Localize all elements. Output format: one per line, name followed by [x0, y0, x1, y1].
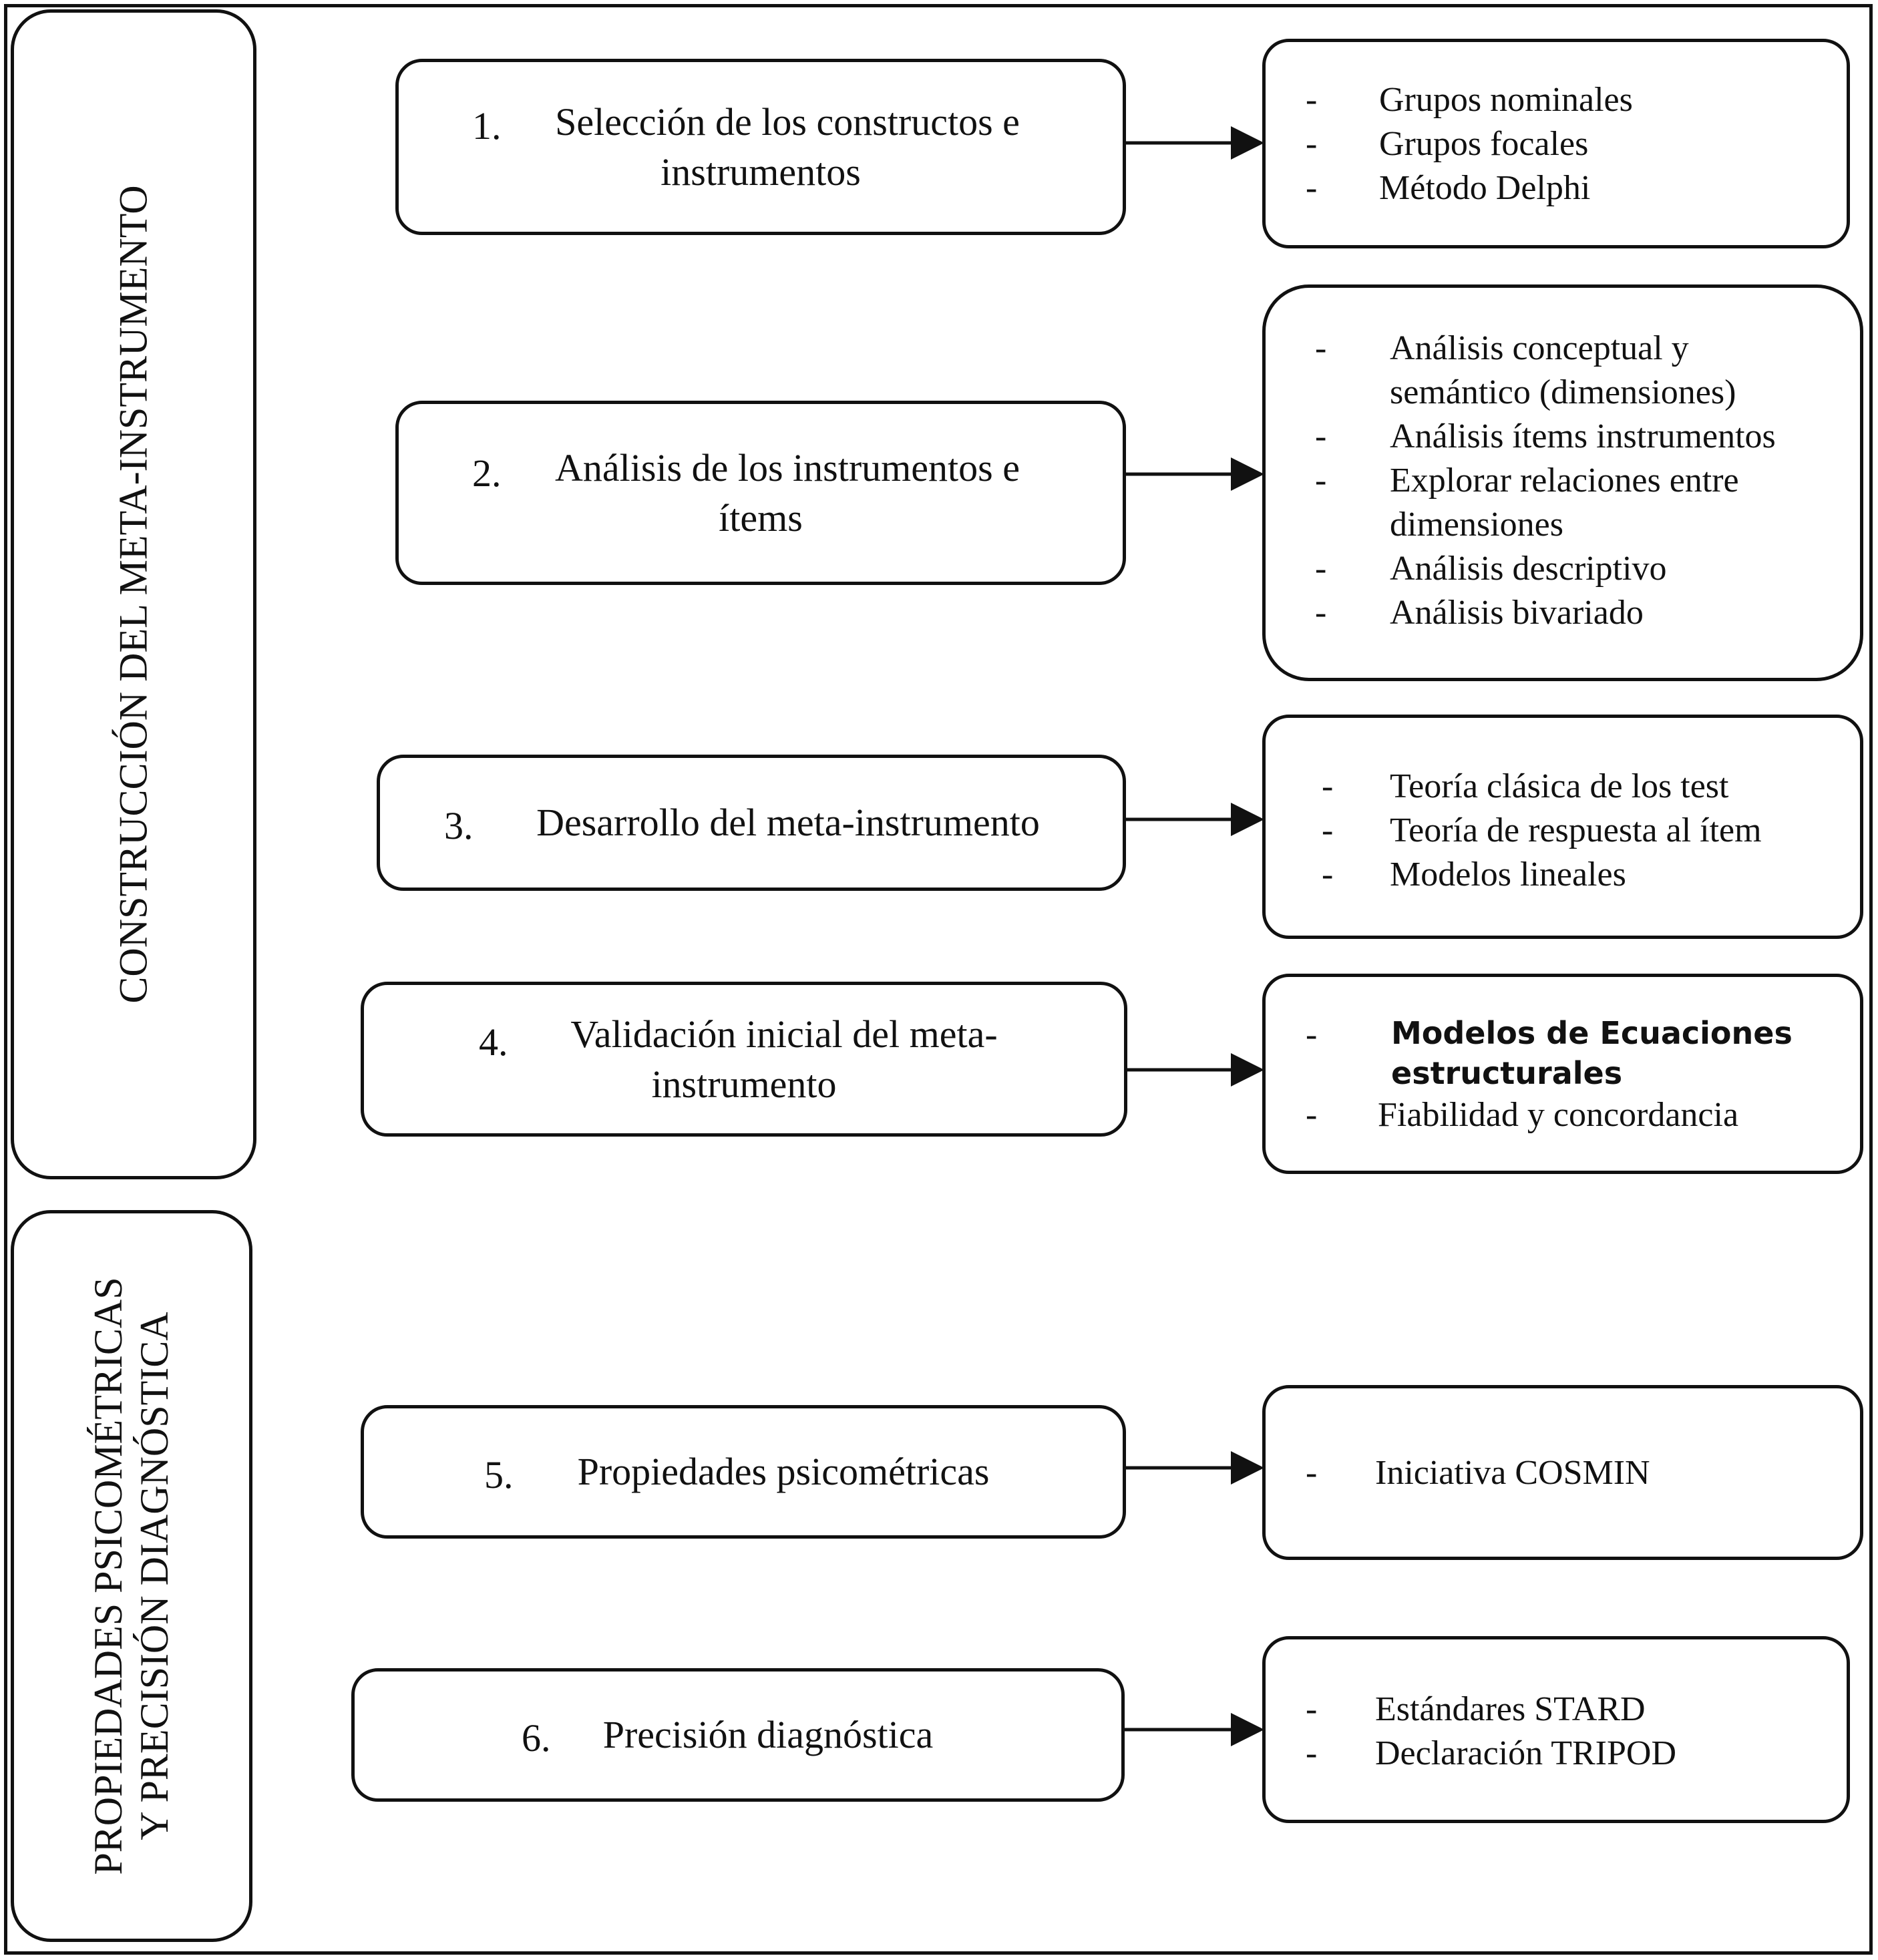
method-item: - Método Delphi	[1306, 166, 1833, 210]
bullet-dash: -	[1315, 461, 1327, 500]
step-3-number: 3.	[444, 804, 474, 847]
methods-list: - Grupos nominales - Grupos focales - Métod…	[1306, 78, 1833, 210]
bullet-dash: -	[1315, 550, 1327, 588]
bullet-dash: -	[1315, 417, 1327, 455]
method-text: Iniciativa COSMIN	[1375, 1454, 1650, 1492]
step-6-number: 6.	[522, 1716, 551, 1760]
diagram-frame	[4, 4, 1873, 1955]
step-4-title-line: Validación inicial del meta-	[570, 1012, 998, 1056]
method-item: - Declaración TRIPOD	[1306, 1732, 1840, 1776]
method-text: Declaración TRIPOD	[1375, 1734, 1677, 1772]
step-2-methods: - Análisis conceptual y semántico (dimensi…	[1262, 284, 1863, 681]
method-item: - Análisis ítems instrumentos	[1315, 415, 1853, 459]
section-properties: PROPIEDADES PSICOMÉTRICAS Y PRECISIÓN DI…	[11, 1210, 252, 1942]
bullet-dash: -	[1322, 855, 1334, 894]
section-construction: CONSTRUCCIÓN DEL META-INSTRUMENTO	[11, 9, 256, 1179]
bullet-dash: -	[1306, 125, 1318, 163]
step-2-box: 2. Análisis de los instrumentos e ítems	[395, 401, 1126, 585]
method-text: Teoría clásica de los test	[1390, 767, 1729, 805]
bullet-dash: -	[1306, 81, 1318, 119]
step-1-title-line: Selección de los constructos e	[555, 100, 1020, 144]
bullet-dash: -	[1306, 169, 1318, 207]
step-5-title: Propiedades psicométricas	[498, 1446, 990, 1497]
method-text: Análisis ítems instrumentos	[1390, 417, 1776, 455]
step-2-title-line: ítems	[719, 496, 803, 540]
step-5-number: 5.	[484, 1453, 514, 1497]
method-item: - Análisis conceptual y semántico (dimensi…	[1315, 327, 1853, 415]
method-item: - Teoría de respuesta al ítem	[1322, 809, 1853, 853]
method-text: semántico (dimensiones)	[1390, 373, 1736, 411]
step-4-box: 4. Validación inicial del meta- instrume…	[361, 982, 1127, 1137]
method-text: Grupos nominales	[1379, 81, 1633, 119]
method-item: - Estándares STARD	[1306, 1688, 1840, 1732]
method-item: - Grupos focales	[1306, 122, 1833, 166]
method-text: Modelos lineales	[1390, 855, 1626, 894]
method-text: Explorar relaciones entre	[1390, 461, 1739, 500]
step-3-title: Desarrollo del meta-instrumento	[463, 797, 1040, 847]
methods-list: - Modelos de Ecuaciones estructurales - Fia…	[1306, 1013, 1853, 1137]
methods-list: - Iniciativa COSMIN	[1306, 1451, 1853, 1495]
method-item: - Modelos lineales	[1322, 853, 1853, 897]
method-item: - Explorar relaciones entre dimensiones	[1315, 459, 1853, 547]
method-text: Modelos de Ecuaciones	[1391, 1015, 1793, 1051]
methods-list: - Análisis conceptual y semántico (dimensi…	[1315, 327, 1853, 635]
method-text: dimensiones	[1390, 506, 1563, 544]
step-1-number: 1.	[472, 104, 502, 148]
method-text: Teoría de respuesta al ítem	[1390, 811, 1762, 849]
bullet-dash: -	[1306, 1096, 1318, 1134]
method-item: - Análisis bivariado	[1315, 591, 1853, 635]
methods-list: - Teoría clásica de los test - Teoría de r…	[1322, 765, 1853, 897]
step-5-title-line: Propiedades psicométricas	[577, 1450, 990, 1494]
step-1-methods: - Grupos nominales - Grupos focales - Métod…	[1262, 39, 1850, 248]
method-item: - Análisis descriptivo	[1315, 547, 1853, 591]
methods-list: - Estándares STARD - Declaración TRIPOD	[1306, 1688, 1840, 1776]
method-item: - Fiabilidad y concordancia	[1306, 1093, 1853, 1137]
step-3-box: 3. Desarrollo del meta-instrumento	[377, 755, 1126, 891]
bullet-dash: -	[1306, 1734, 1318, 1772]
bullet-dash: -	[1306, 1016, 1318, 1054]
bullet-dash: -	[1315, 329, 1327, 367]
bullet-dash: -	[1322, 767, 1334, 805]
method-text: estructurales	[1391, 1055, 1623, 1091]
step-4-methods: - Modelos de Ecuaciones estructurales - Fia…	[1262, 974, 1863, 1174]
method-text: Análisis conceptual y	[1390, 329, 1689, 367]
step-5-methods: - Iniciativa COSMIN	[1262, 1385, 1863, 1560]
method-item: - Teoría clásica de los test	[1322, 765, 1853, 809]
step-6-methods: - Estándares STARD - Declaración TRIPOD	[1262, 1636, 1850, 1823]
method-text: Método Delphi	[1379, 169, 1591, 207]
step-2-title: Análisis de los instrumentos e ítems	[502, 443, 1020, 544]
method-text: Estándares STARD	[1375, 1690, 1646, 1728]
method-text: Fiabilidad y concordancia	[1378, 1096, 1739, 1134]
bullet-dash: -	[1306, 1454, 1318, 1492]
step-4-title: Validación inicial del meta- instrumento	[490, 1009, 997, 1110]
step-1-title-line: instrumentos	[661, 150, 861, 194]
method-text: Grupos focales	[1379, 125, 1589, 163]
bullet-dash: -	[1322, 811, 1334, 849]
method-text: Análisis descriptivo	[1390, 550, 1667, 588]
step-5-box: 5. Propiedades psicométricas	[361, 1405, 1126, 1539]
step-4-number: 4.	[479, 1020, 508, 1064]
step-6-title: Precisión diagnóstica	[543, 1710, 934, 1760]
bullet-dash: -	[1315, 594, 1327, 632]
step-3-title-line: Desarrollo del meta-instrumento	[536, 801, 1040, 845]
bullet-dash: -	[1306, 1690, 1318, 1728]
step-6-box: 6. Precisión diagnóstica	[351, 1668, 1125, 1802]
step-6-title-line: Precisión diagnóstica	[602, 1713, 934, 1757]
method-item: - Iniciativa COSMIN	[1306, 1451, 1853, 1495]
step-1-box: 1. Selección de los constructos e instru…	[395, 59, 1126, 235]
method-item: - Modelos de Ecuaciones estructurales	[1306, 1013, 1853, 1093]
step-2-title-line: Análisis de los instrumentos e	[555, 445, 1020, 489]
step-1-title: Selección de los constructos e instrumen…	[502, 97, 1020, 198]
method-text: Análisis bivariado	[1390, 594, 1644, 632]
method-item: - Grupos nominales	[1306, 78, 1833, 122]
step-2-number: 2.	[472, 451, 502, 495]
step-4-title-line: instrumento	[651, 1062, 837, 1106]
